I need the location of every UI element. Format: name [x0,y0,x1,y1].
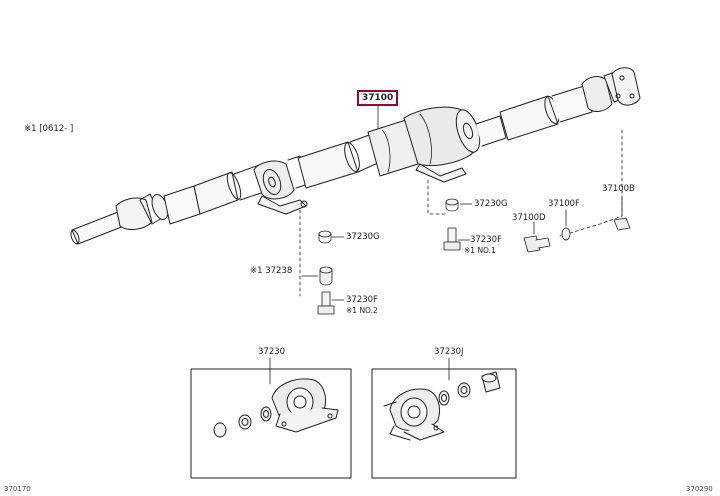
drawing-code-right: 370290 [686,485,713,493]
hardware-callouts [299,129,631,315]
label-37230F-rear[interactable]: 37230F [470,235,502,245]
drawing-code-left: 370170 [4,485,31,493]
top-left-note: ※1 [0612- ] [24,124,74,134]
label-37230F-front-note: ※1 NO.2 [346,306,378,315]
label-37230G-front[interactable]: 37230G [346,232,380,242]
label-37100F[interactable]: 37100F [548,199,580,209]
label-37230[interactable]: 37230 [258,347,286,357]
propeller-shaft-assembly [70,67,641,245]
label-37230F-front[interactable]: 37230F [346,295,378,305]
label-37100D[interactable]: 37100D [512,213,546,223]
label-37230F-rear-note: ※1 NO.1 [464,246,496,255]
center-bearing-inset-left [190,357,352,479]
label-37230J[interactable]: 37230J [434,347,464,357]
label-37100B[interactable]: 37100B [602,184,635,194]
center-bearing-inset-right [371,357,517,479]
label-37238[interactable]: ※1 37238 [250,266,293,276]
label-37230G-rear[interactable]: 37230G [474,199,508,209]
highlighted-part-number[interactable]: 37100 [357,90,399,106]
